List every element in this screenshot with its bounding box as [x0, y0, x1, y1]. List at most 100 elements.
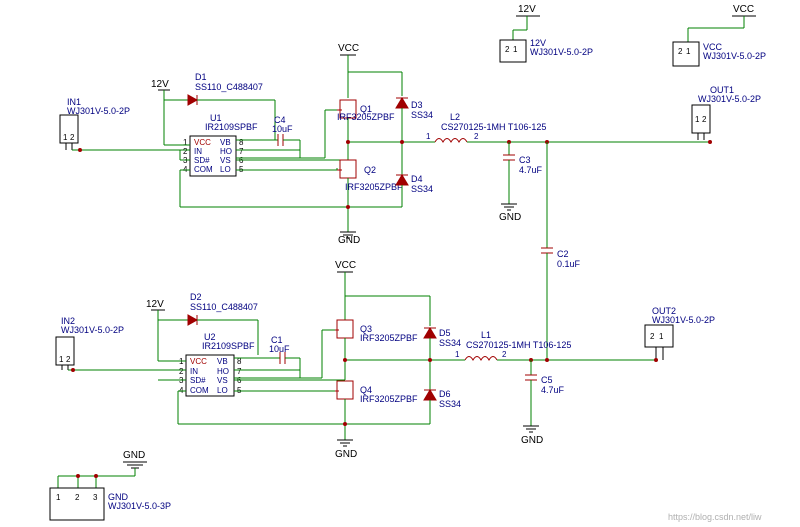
q1-value: IRF3205ZPBF — [337, 112, 395, 122]
u1-pnum-1: 1 — [183, 138, 188, 147]
j12v-ref: 12V — [530, 38, 546, 48]
c5-ref: C5 — [541, 375, 553, 385]
d2-value: SS110_C488407 — [190, 302, 258, 312]
inductor-l2: 1 2 L2 CS270125-1MH T106-125 — [426, 112, 546, 144]
c1-ref: C1 — [271, 335, 283, 345]
u2-pin-sd: SD# — [190, 376, 206, 385]
d3-value: SS34 — [411, 110, 433, 120]
l2-ref: L2 — [450, 112, 460, 122]
net-label-gnd-bottom: GND — [335, 449, 357, 460]
mosfet-q4: Q4 IRF3205ZPBF — [335, 380, 418, 440]
in2-pin2: 2 — [66, 355, 71, 364]
u1-pnum-2: 2 — [183, 147, 188, 156]
inductor-l1: 1 2 L1 CS270125-1MH T106-125 — [455, 330, 571, 362]
d2-ref: D2 — [190, 292, 202, 302]
diode-d5: D5 SS34 — [423, 296, 461, 390]
jgnd-pin1: 1 — [56, 493, 61, 502]
net-label-12v-conn: 12V — [518, 4, 536, 15]
u1-pnum-7: 7 — [239, 147, 244, 156]
diode-d6: D6 SS34 — [423, 389, 461, 424]
net-label-vcc-top: VCC — [338, 43, 359, 54]
in1-value: WJ301V-5.0-2P — [67, 106, 130, 116]
q4-ref: Q4 — [360, 385, 372, 395]
net-label-gnd-c3: GND — [499, 212, 521, 223]
connector-vcc: VCC 2 1 VCC WJ301V-5.0-2P — [672, 4, 766, 67]
c5-value: 4.7uF — [541, 385, 565, 395]
in1-pin1: 1 — [63, 133, 68, 142]
net-label-gnd-conn: GND — [123, 450, 145, 461]
u2-pin-lo: LO — [217, 386, 228, 395]
out2-value: WJ301V-5.0-2P — [652, 315, 715, 325]
jgnd-pin3: 3 — [93, 493, 98, 502]
u2-pin-com: COM — [190, 386, 209, 395]
capacitor-c5: C5 4.7uF GND — [521, 358, 565, 446]
mosfet-q3: VCC Q3 IRF3205ZPBF — [335, 260, 430, 380]
in2-ref: IN2 — [61, 316, 75, 326]
c2-value: 0.1uF — [557, 259, 581, 269]
net-label-vcc-conn: VCC — [733, 4, 754, 15]
connector-in1: 1 2 IN1 WJ301V-5.0-2P — [59, 97, 180, 152]
q3-ref: Q3 — [360, 324, 372, 334]
jgnd-value: WJ301V-5.0-3P — [108, 501, 171, 511]
u1-pin-in: IN — [194, 147, 202, 156]
q2-value: IRF3205ZPBF — [345, 182, 403, 192]
u2-pnum-2: 2 — [179, 367, 184, 376]
c4-value: 10uF — [272, 124, 293, 134]
d4-value: SS34 — [411, 184, 433, 194]
capacitor-c1: C1 10uF — [234, 335, 301, 378]
u1-pin-lo: LO — [220, 165, 231, 174]
q3-value: IRF3205ZPBF — [360, 333, 418, 343]
d1-value: SS110_C488407 — [195, 82, 263, 92]
jvcc-pin1: 1 — [686, 47, 691, 56]
u2-value: IR2109SPBF — [202, 341, 255, 351]
d6-ref: D6 — [439, 389, 451, 399]
out1-value: WJ301V-5.0-2P — [698, 94, 761, 104]
q1-ref: Q1 — [360, 104, 372, 114]
connector-out2: 2 1 OUT2 WJ301V-5.0-2P — [644, 306, 715, 362]
l2-pin1: 1 — [426, 132, 431, 141]
connector-out1: 1 2 OUT1 WJ301V-5.0-2P — [691, 85, 761, 144]
l2-pin2: 2 — [474, 132, 479, 141]
d6-value: SS34 — [439, 399, 461, 409]
jgnd-ref: GND — [108, 492, 129, 502]
u2-pin-vcc: VCC — [190, 357, 207, 366]
diode-d2: D2 SS110_C488407 — [187, 292, 259, 355]
d1-ref: D1 — [195, 72, 207, 82]
out2-ref: OUT2 — [652, 306, 676, 316]
q4-value: IRF3205ZPBF — [360, 394, 418, 404]
capacitor-c3: C3 4.7uF GND — [499, 140, 543, 223]
u1-pin-vs: VS — [220, 156, 231, 165]
capacitor-c4: C4 10uF — [236, 115, 301, 158]
mosfet-q1: VCC Q1 IRF3205ZPBF — [337, 43, 402, 160]
c4-ref: C4 — [274, 115, 286, 125]
connector-gnd: GND 1 2 3 GND WJ301V-5.0-3P — [49, 450, 171, 521]
in1-pin2: 2 — [70, 133, 75, 142]
net-label-vcc-bottom: VCC — [335, 260, 356, 271]
j12v-value: WJ301V-5.0-2P — [530, 47, 593, 57]
diode-d4: D4 SS34 — [395, 174, 433, 207]
u2-ref: U2 — [204, 332, 216, 342]
c3-value: 4.7uF — [519, 165, 543, 175]
out1-ref: OUT1 — [710, 85, 734, 95]
out1-pin1: 1 — [695, 115, 700, 124]
u2-pin-in: IN — [190, 367, 198, 376]
jvcc-pin2: 2 — [678, 47, 683, 56]
c3-ref: C3 — [519, 155, 531, 165]
net-label-12v: 12V — [151, 79, 169, 90]
u2-pin-ho: HO — [217, 367, 229, 376]
in2-pin1: 1 — [59, 355, 64, 364]
ic-u1: U1 IR2109SPBF VCC IN SD# COM VB HO VS LO… — [164, 113, 258, 207]
out2-pin1: 1 — [659, 332, 664, 341]
j12v-pin1: 1 — [513, 45, 518, 54]
c1-value: 10uF — [269, 344, 290, 354]
diode-d1: D1 SS110_C488407 — [187, 72, 276, 140]
connector-12v: 12V 2 1 12V WJ301V-5.0-2P — [499, 4, 593, 63]
gnd-symbol-top: GND — [338, 231, 360, 246]
connector-in2: 1 2 IN2 WJ301V-5.0-2P — [55, 316, 178, 372]
out1-pin2: 2 — [702, 115, 707, 124]
d3-ref: D3 — [411, 100, 423, 110]
u2-pnum-8: 8 — [237, 357, 242, 366]
l1-pin1: 1 — [455, 350, 460, 359]
in2-value: WJ301V-5.0-2P — [61, 325, 124, 335]
